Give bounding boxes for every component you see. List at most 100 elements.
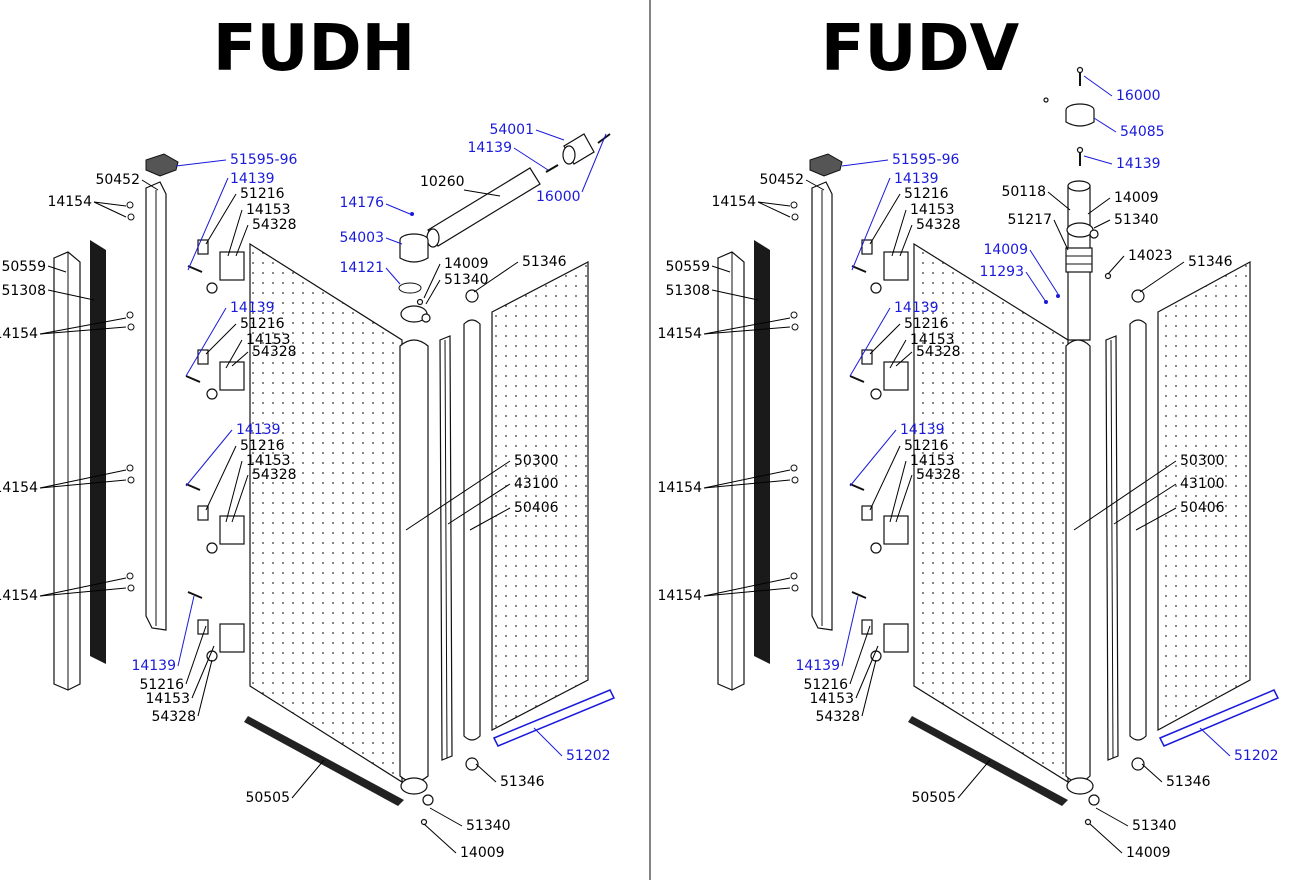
floor-track-50505 [244, 716, 404, 806]
leader-line [205, 193, 237, 245]
leader-line [191, 645, 215, 699]
leader-line [39, 577, 127, 597]
part-number-label: 51216 [240, 186, 285, 202]
leader-line [1139, 261, 1185, 293]
screw-set-14154 [790, 201, 799, 592]
leader-line [849, 625, 871, 685]
leader-line [1141, 763, 1163, 783]
part-number-label: 14139 [131, 658, 176, 674]
part-number-label: 51340 [444, 272, 489, 288]
leader-line [1093, 219, 1111, 229]
part-number-label: 51217 [1007, 212, 1052, 228]
leader-line [197, 659, 213, 717]
leader-line [1083, 155, 1113, 165]
part-number-label: 50505 [911, 790, 956, 806]
end-cap-51595 [809, 153, 843, 177]
part-number-label: 54001 [489, 122, 534, 138]
leader-line [581, 133, 607, 193]
part-number-label: 14009 [460, 845, 505, 861]
part-number-label: 14139 [230, 300, 275, 316]
leader-line [861, 659, 877, 717]
leader-line [889, 339, 907, 369]
part-number-label: 14154 [0, 588, 38, 604]
leader-line [1025, 271, 1047, 303]
part-number-label: 54328 [151, 709, 196, 725]
leader-line [1047, 191, 1071, 211]
door-tube-50300 [399, 339, 429, 783]
leader-line [1135, 507, 1177, 531]
leader-line [841, 595, 859, 667]
bracket-51340-bottom [400, 777, 428, 795]
leader-line [805, 179, 825, 191]
fudv-assembly [717, 66, 1280, 826]
part-number-label: 54328 [916, 467, 961, 483]
end-cap-51346-top [1131, 289, 1145, 303]
part-number-label: 43100 [1180, 476, 1225, 492]
leader-line [757, 201, 791, 218]
panel-title-fudh: FUDH [213, 12, 415, 86]
leader-line [405, 460, 511, 531]
leader-line [385, 267, 401, 285]
leader-line [757, 201, 791, 207]
leader-line [385, 203, 411, 215]
cap-54003 [399, 240, 429, 263]
part-number-label: 14153 [145, 691, 190, 707]
part-number-label: 51340 [1132, 818, 1177, 834]
part-number-label: 50300 [1180, 453, 1225, 469]
leader-line [39, 326, 127, 335]
part-number-label: 51216 [240, 316, 285, 332]
part-number-label: 14154 [657, 480, 702, 496]
leader-line [1073, 460, 1177, 531]
leader-line [703, 469, 791, 489]
leader-line [895, 474, 913, 523]
leader-line [475, 763, 497, 783]
wall-profile-50559 [53, 251, 81, 691]
leader-line [39, 469, 127, 489]
leader-line [463, 189, 501, 197]
part-number-label: 50505 [245, 790, 290, 806]
part-number-label: 51595-96 [892, 152, 959, 168]
panel-title-fudv: FUDV [821, 12, 1020, 86]
part-number-label: 54328 [252, 467, 297, 483]
part-number-label: 54328 [916, 344, 961, 360]
leader-line [39, 317, 127, 335]
fudh-assembly [53, 133, 616, 826]
end-cap-51595 [145, 153, 179, 177]
post-50406 [463, 319, 481, 741]
leader-line [423, 263, 441, 299]
leader-line [841, 159, 889, 167]
leader-line [1095, 807, 1129, 827]
part-number-label: 51202 [566, 748, 611, 764]
end-cap-51346-top [465, 289, 479, 303]
leader-line [177, 595, 195, 667]
leader-line [425, 279, 441, 305]
leader-line [205, 445, 237, 511]
leader-line [185, 307, 227, 377]
hinge-group [849, 349, 909, 400]
leader-line [39, 587, 127, 597]
part-number-label: 54328 [252, 217, 297, 233]
leader-line [855, 645, 879, 699]
leader-line [185, 625, 207, 685]
leader-line [533, 727, 563, 757]
floor-track-50505 [908, 716, 1068, 806]
part-number-label: 14139 [795, 658, 840, 674]
part-number-label: 51216 [240, 438, 285, 454]
leader-line [385, 237, 403, 245]
leader-line [869, 445, 901, 511]
part-number-label: 51202 [1234, 748, 1279, 764]
part-number-label: 14139 [900, 422, 945, 438]
hinge-group [185, 483, 245, 554]
fixed-glass-panel [1157, 260, 1251, 732]
part-number-label: 14154 [0, 326, 38, 342]
leader-line [869, 323, 901, 355]
part-number-label: 14023 [1128, 248, 1173, 264]
leader-line [869, 193, 901, 245]
leader-line [889, 460, 907, 523]
leader-line [291, 759, 325, 799]
fixed-glass-panel [491, 261, 589, 731]
part-number-label: 14154 [0, 480, 38, 496]
part-number-label: 14139 [467, 140, 512, 156]
